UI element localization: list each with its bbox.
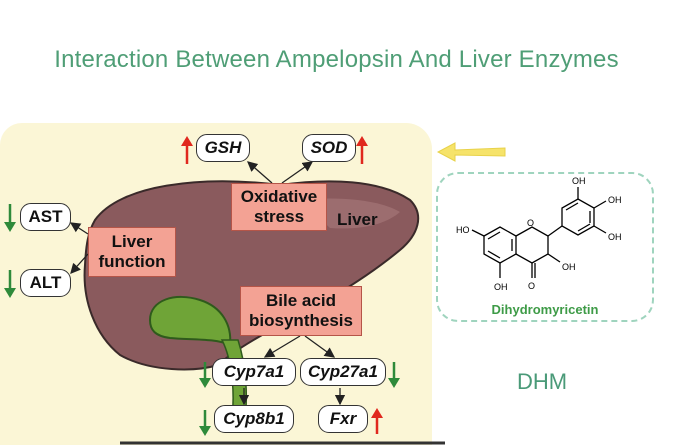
fxr-box: Fxr: [318, 405, 368, 433]
alt-down-arrow: [4, 270, 16, 298]
cyp7a1-down-arrow: [199, 362, 211, 388]
liver-function-line1: Liver: [111, 232, 153, 251]
page-title: Interaction Between Ampelopsin And Liver…: [54, 46, 619, 73]
liver-function-node: Liver function: [88, 227, 176, 277]
oxidative-stress-node: Oxidative stress: [231, 183, 327, 231]
oh-5-label: OH: [494, 282, 508, 292]
fxr-label: Fxr: [329, 409, 357, 428]
oh-5prime-label: OH: [608, 232, 622, 242]
alt-box: ALT: [20, 269, 71, 297]
carbonyl-oxygen-label: O: [528, 281, 535, 291]
cyp27a1-down-arrow: [388, 362, 400, 388]
ast-down-arrow: [4, 204, 16, 232]
cyp27a1-label: Cyp27a1: [308, 362, 378, 381]
bile-acid-line1: Bile acid: [266, 291, 336, 310]
sod-label: SOD: [310, 138, 348, 157]
oxidative-stress-line2: stress: [253, 207, 305, 226]
cyp8b1-label: Cyp8b1: [223, 409, 285, 428]
molecule-name: Dihydromyricetin: [491, 302, 599, 317]
gsh-up-arrow: [181, 136, 193, 164]
bile-acid-line2: biosynthesis: [249, 311, 353, 330]
gsh-box: GSH: [196, 134, 250, 162]
bile-acid-node: Bile acid biosynthesis: [240, 286, 362, 336]
cyp8b1-down-arrow: [199, 410, 211, 436]
gsh-label: GSH: [204, 138, 242, 157]
ring-oxygen-label: O: [527, 218, 534, 228]
oh-3-label: OH: [562, 262, 576, 272]
dhm-label: DHM: [517, 369, 568, 394]
dihydromyricetin-structure: [471, 187, 607, 278]
liver-function-line2: function: [98, 252, 166, 271]
cyp8b1-box: Cyp8b1: [214, 405, 294, 433]
cyp27a1-box: Cyp27a1: [300, 358, 386, 386]
cyp7a1-box: Cyp7a1: [212, 358, 296, 386]
ast-label: AST: [28, 207, 63, 226]
oh-4prime-b-label: OH: [608, 195, 622, 205]
sod-up-arrow: [356, 136, 368, 164]
fxr-up-arrow: [371, 408, 383, 434]
cyp7a1-label: Cyp7a1: [223, 362, 285, 381]
ast-box: AST: [20, 203, 71, 231]
liver-label: Liver: [337, 210, 378, 229]
molecule-frame: [436, 172, 654, 322]
oh-4prime-a-label: OH: [572, 176, 586, 186]
sod-box: SOD: [302, 134, 356, 162]
oxidative-stress-line1: Oxidative: [240, 187, 318, 206]
alt-label: ALT: [29, 273, 62, 292]
pointer-arrow: [436, 142, 506, 162]
ho-7-label: HO: [456, 225, 470, 235]
